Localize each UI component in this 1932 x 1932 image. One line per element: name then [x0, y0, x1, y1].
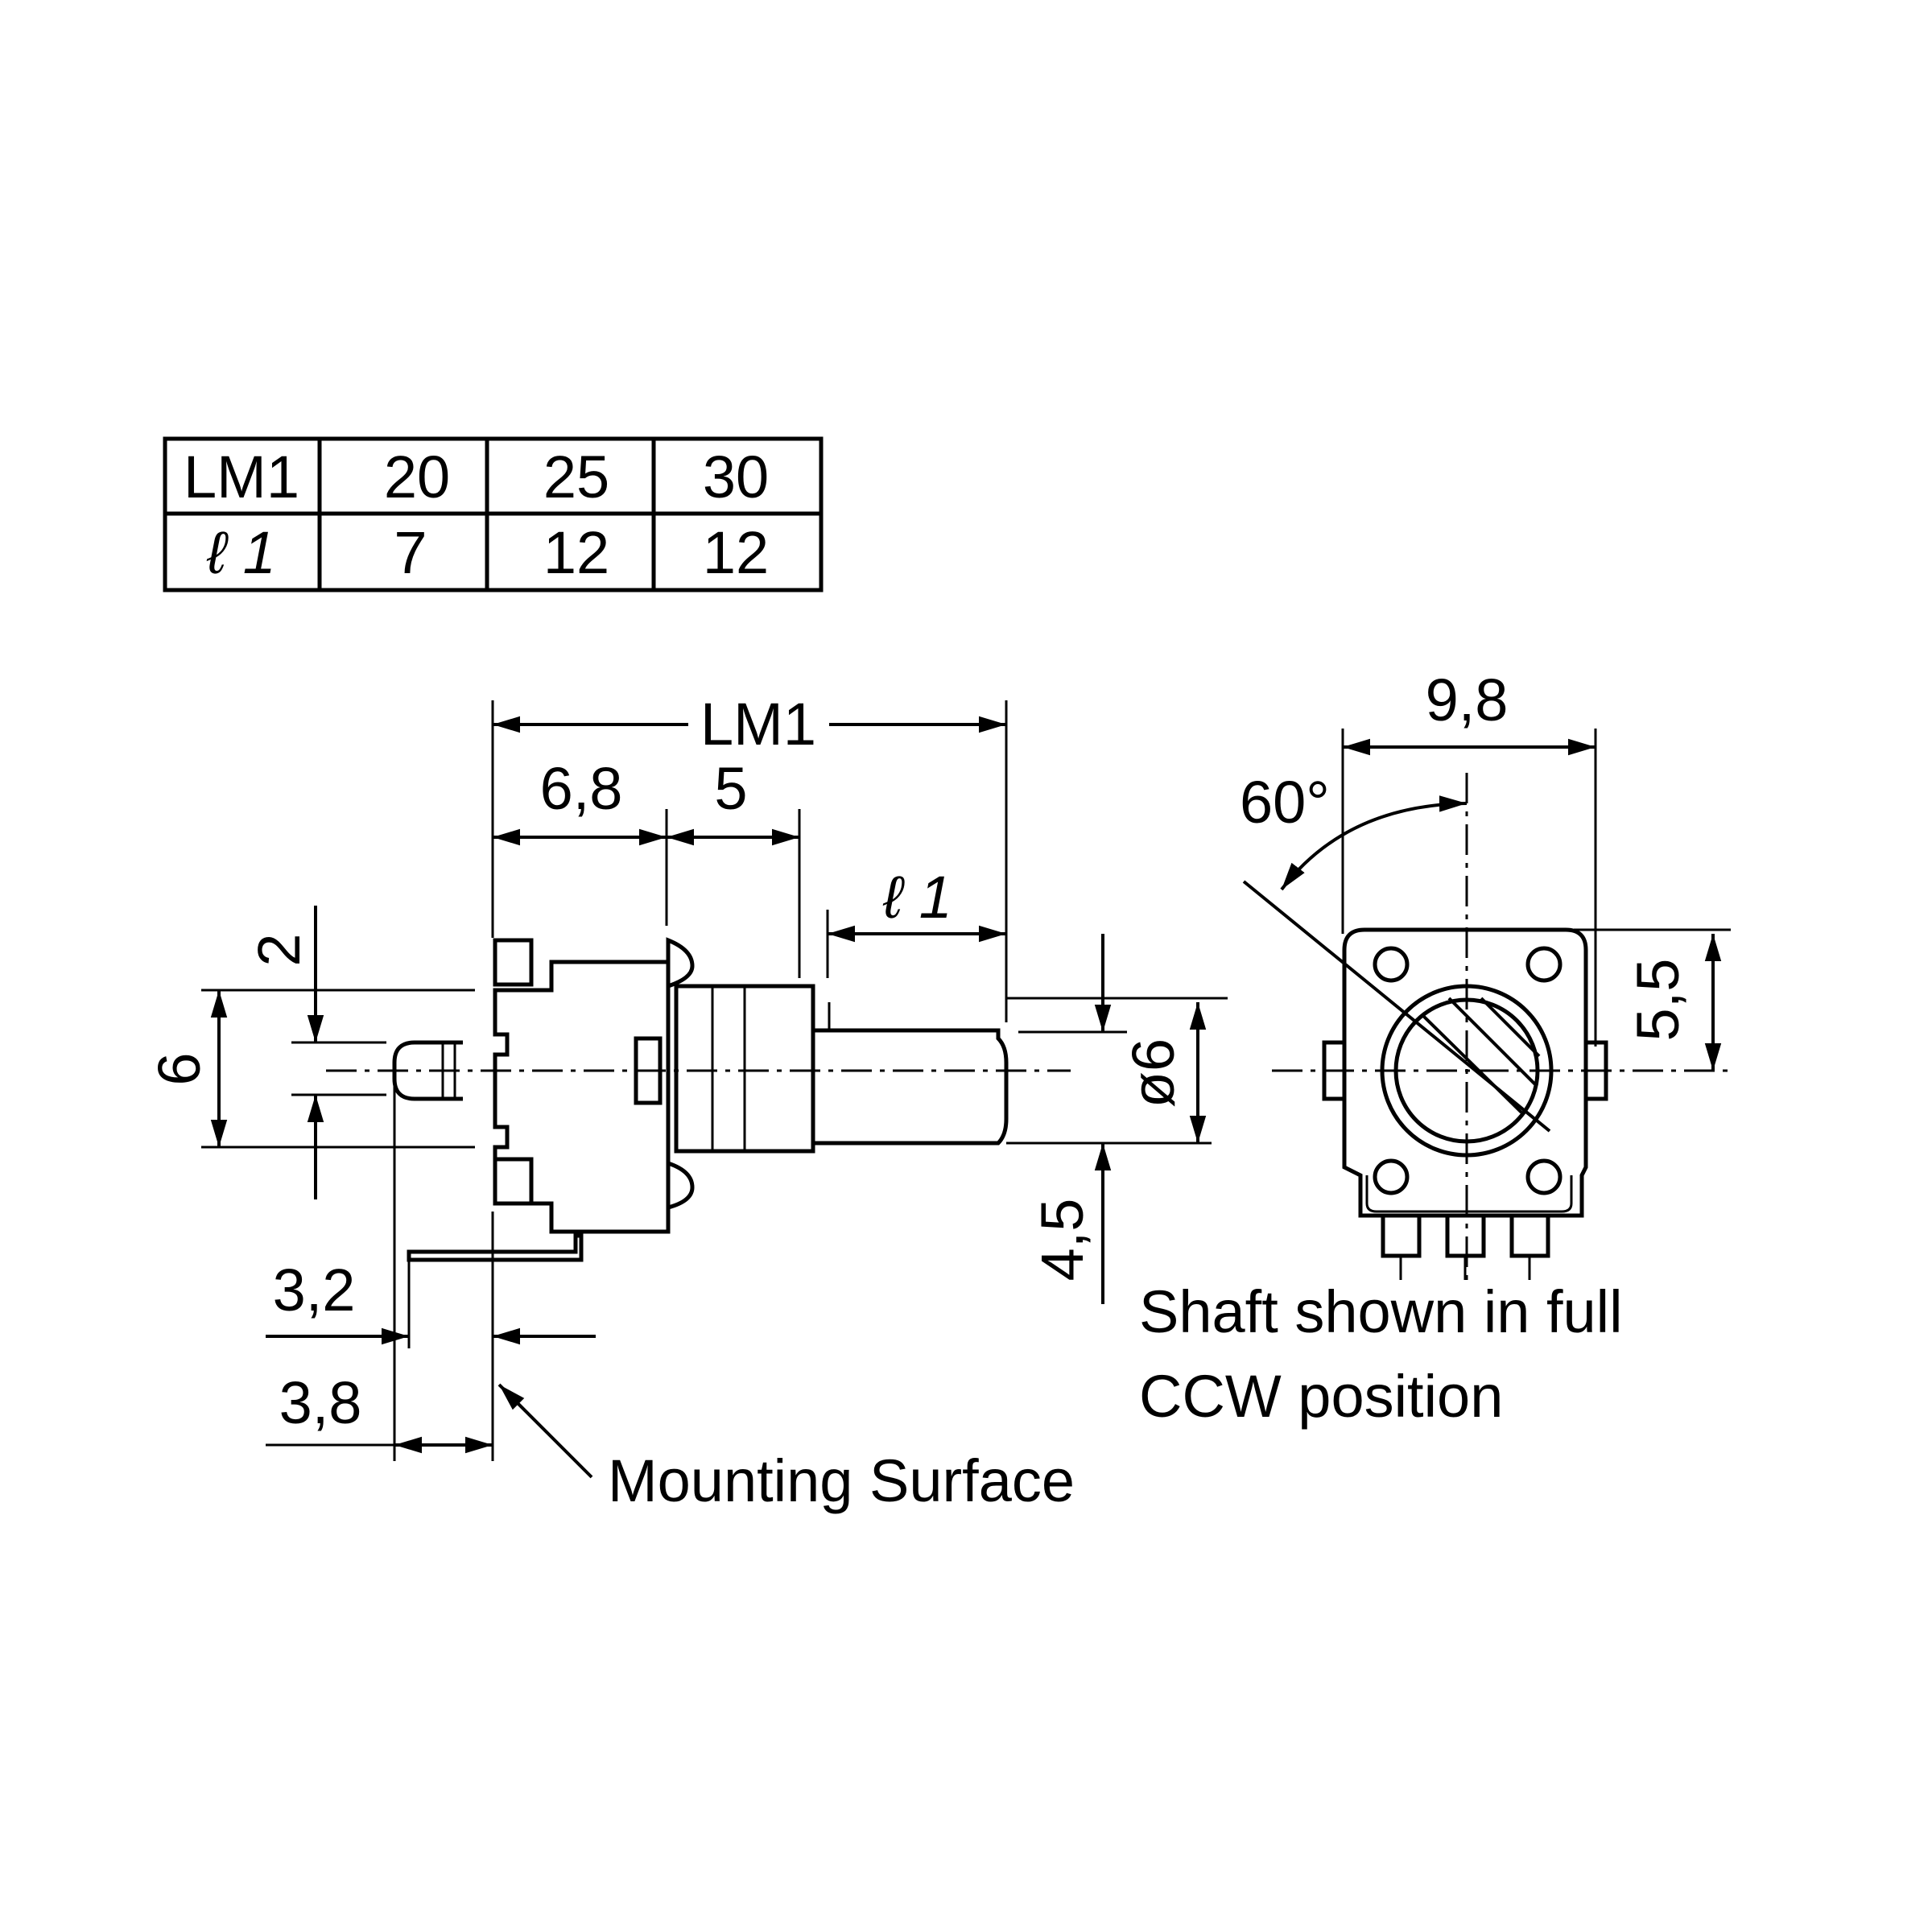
terminal — [407, 1233, 584, 1262]
table-row-7: 7 — [394, 519, 427, 586]
front-terminal-2 — [1445, 1213, 1486, 1258]
dim-2: 2 — [246, 933, 312, 966]
table-row-12a: 12 — [543, 519, 609, 586]
dim-3-8: 3,8 — [279, 1369, 362, 1436]
side-view — [326, 937, 1071, 1262]
dim-9-8: 9,8 — [1426, 667, 1509, 733]
table-header-20: 20 — [384, 444, 450, 510]
rivet-top — [666, 937, 695, 989]
dim-5-5: 5,5 — [1624, 959, 1691, 1042]
housing — [493, 960, 671, 1234]
front-terminal-1 — [1381, 1213, 1422, 1258]
dim-6-8: 6,8 — [540, 755, 623, 822]
dimension-table: LM1 20 25 30 ℓ 1 7 12 12 — [163, 436, 824, 592]
dim-l1: ℓ 1 — [882, 864, 952, 931]
note-line-2: CCW position — [1139, 1363, 1503, 1430]
hole-top-left — [1373, 946, 1410, 983]
dim-3-2: 3,2 — [273, 1257, 356, 1323]
table-row-label: ℓ 1 — [206, 519, 276, 586]
lug-bottom — [493, 1157, 534, 1206]
note-line-1: Shaft shown in full — [1139, 1278, 1623, 1345]
dim-diam-6: ø6 — [1120, 1038, 1187, 1108]
table-header-30: 30 — [703, 444, 769, 510]
table-header-25: 25 — [543, 444, 609, 510]
hole-top-right — [1525, 946, 1563, 983]
table-header-label: LM1 — [184, 444, 299, 510]
front-terminal-3 — [1509, 1213, 1550, 1258]
front-dimensions: 9,8 60° 5,5 Shaft shown in full CCW posi… — [1139, 667, 1731, 1430]
table-row-12b: 12 — [703, 519, 769, 586]
shaft — [803, 1002, 1009, 1150]
dim-4-5: 4,5 — [1029, 1199, 1096, 1282]
hole-bottom-right — [1525, 1158, 1563, 1195]
dim-6: 6 — [146, 1052, 213, 1085]
side-dimensions: LM1 6,8 5 ℓ 1 6 2 ø6 4,5 3,2 — [146, 691, 1228, 1514]
dim-angle-60: 60° — [1240, 769, 1330, 836]
hole-bottom-left — [1373, 1158, 1410, 1195]
front-view — [1272, 773, 1731, 1280]
mounting-surface-label: Mounting Surface — [608, 1447, 1075, 1514]
dim-5: 5 — [714, 755, 747, 822]
lug-top — [493, 938, 534, 987]
rivet-bottom — [666, 1160, 695, 1211]
dim-lm1: LM1 — [700, 691, 816, 758]
